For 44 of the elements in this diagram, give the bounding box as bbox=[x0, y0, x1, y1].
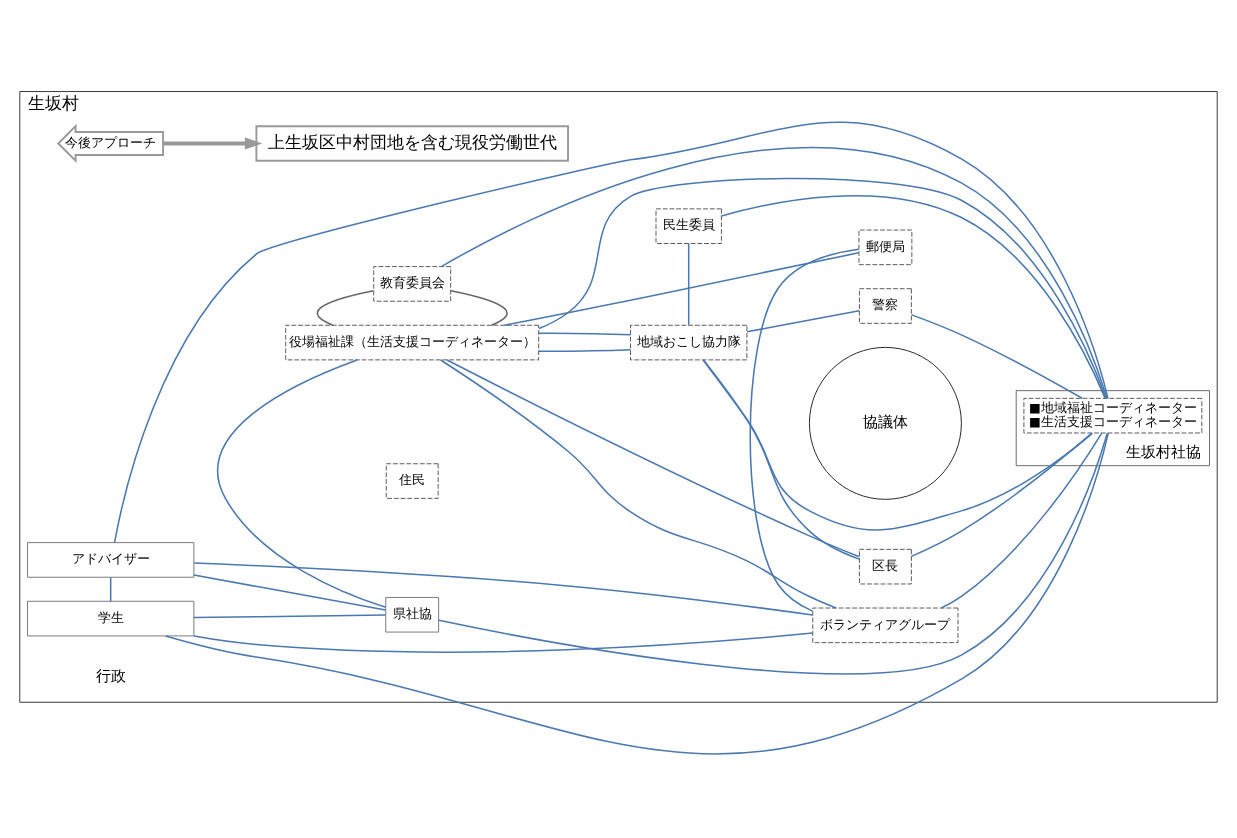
node-box: 郵便局 bbox=[858, 229, 913, 266]
connector bbox=[538, 349, 632, 352]
connector bbox=[113, 121, 1109, 544]
node-box: ボランティアグループ bbox=[812, 607, 959, 644]
node-box: 民生委員 bbox=[655, 208, 722, 244]
connector bbox=[687, 242, 690, 326]
connector bbox=[910, 432, 1093, 558]
node-box: 県社協 bbox=[385, 596, 440, 633]
node-box: 住民 bbox=[385, 463, 439, 499]
connector bbox=[940, 432, 1103, 609]
arrow bbox=[163, 137, 263, 150]
connector bbox=[538, 177, 1107, 400]
connector bbox=[193, 614, 387, 619]
connector bbox=[440, 146, 1108, 400]
node-box: 区長 bbox=[858, 548, 912, 585]
connector bbox=[746, 310, 860, 333]
connector bbox=[316, 289, 375, 326]
connector bbox=[109, 576, 112, 602]
node-box: 警察 bbox=[858, 288, 912, 324]
node-box: ■地域福祉コーディネーター ■生活支援コーディネーター bbox=[1023, 397, 1203, 434]
connector bbox=[450, 289, 508, 326]
connector bbox=[439, 359, 837, 609]
node-box: 教育委員会 bbox=[373, 266, 452, 302]
connector bbox=[720, 194, 1106, 399]
connector bbox=[703, 359, 860, 560]
connector bbox=[164, 432, 1109, 755]
connector bbox=[193, 632, 814, 653]
connector bbox=[749, 248, 860, 612]
connector bbox=[503, 252, 860, 326]
label: 行政 bbox=[95, 666, 126, 685]
node-box: 地域おこし協力隊 bbox=[630, 324, 748, 361]
connector bbox=[193, 574, 387, 611]
connector bbox=[702, 359, 1094, 531]
connector bbox=[910, 314, 1083, 400]
node-box: 学生 bbox=[27, 600, 195, 637]
node-box: 役場福祉課（生活支援コーディネーター） bbox=[285, 324, 540, 361]
connector bbox=[538, 332, 632, 336]
node-box: 上生坂区中村団地を含む現役労働世代 bbox=[255, 125, 569, 162]
connector bbox=[217, 359, 387, 609]
connector bbox=[193, 562, 814, 616]
connector bbox=[446, 359, 860, 558]
connector bbox=[438, 432, 1108, 675]
node-box: アドバイザー bbox=[27, 542, 195, 578]
node-circle: 協議体 bbox=[808, 346, 962, 500]
